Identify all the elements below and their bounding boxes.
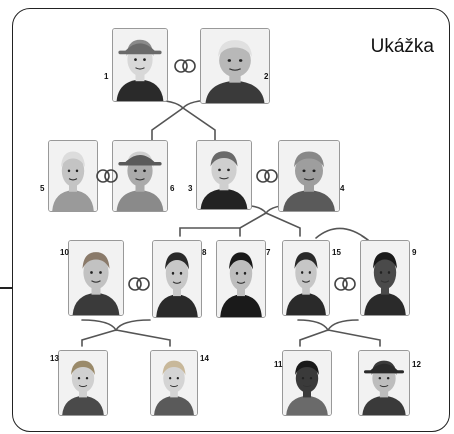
portrait-icon: [283, 241, 329, 315]
branch-to-12: [327, 329, 381, 347]
portrait-photo: [58, 350, 108, 416]
branch-to-13: [81, 329, 117, 347]
person-number: 11: [274, 360, 283, 369]
person-9: 9: [360, 240, 416, 316]
portrait-photo: [282, 240, 330, 316]
portrait-photo: [112, 28, 168, 102]
person-number: 6: [170, 184, 175, 193]
frame-border: [12, 8, 450, 432]
person-1: 1: [104, 28, 168, 102]
person-13: 13: [50, 350, 108, 416]
portrait-photo: [150, 350, 198, 416]
portrait-photo: [196, 140, 252, 210]
portrait-icon: [153, 241, 201, 317]
portrait-icon: [59, 351, 107, 415]
branch-to-15: [265, 212, 301, 237]
portrait-icon: [69, 241, 123, 315]
person-number: 3: [188, 184, 193, 193]
wedding-rings-icon: [94, 168, 120, 184]
portrait-photo: [360, 240, 410, 316]
portrait-icon: [279, 141, 339, 211]
portrait-photo: [200, 28, 270, 104]
title-label: Ukážka: [370, 36, 434, 57]
branch-to-3: [182, 107, 216, 141]
arrow-15-to-9: [315, 227, 369, 241]
bracket-gen3-left: [81, 319, 151, 332]
person-15: 15: [282, 240, 341, 316]
person-5: 5: [40, 140, 98, 212]
person-number: 5: [40, 184, 45, 193]
person-12: 12: [358, 350, 421, 416]
portrait-photo: [358, 350, 410, 416]
portrait-icon: [217, 241, 265, 317]
person-10: 10: [60, 240, 124, 316]
portrait-photo: [278, 140, 340, 212]
person-number: 7: [266, 248, 271, 257]
portrait-photo: [282, 350, 332, 416]
person-number: 12: [412, 360, 421, 369]
portrait-photo: [152, 240, 202, 318]
person-6: 6: [112, 140, 174, 212]
portrait-photo: [68, 240, 124, 316]
portrait-icon: [49, 141, 97, 211]
wedding-rings-icon: [332, 276, 358, 292]
person-14: 14: [150, 350, 209, 416]
bracket-gen3-right: [297, 319, 359, 332]
person-7: 7: [216, 240, 270, 318]
portrait-photo: [48, 140, 98, 212]
portrait-icon: [359, 351, 409, 415]
person-number: 4: [340, 184, 345, 193]
person-number: 14: [200, 354, 209, 363]
person-number: 2: [264, 72, 269, 81]
person-number: 13: [50, 354, 59, 363]
portrait-icon: [151, 351, 197, 415]
wedding-rings-icon: [172, 58, 198, 74]
portrait-photo: [112, 140, 168, 212]
person-2: 2: [200, 28, 270, 104]
person-number: 10: [60, 248, 69, 257]
portrait-icon: [283, 351, 331, 415]
person-number: 9: [412, 248, 417, 257]
person-number: 15: [332, 248, 341, 257]
person-11: 11: [274, 350, 332, 416]
branch-to-14: [115, 329, 171, 347]
branch-to-11: [299, 329, 329, 347]
wedding-rings-icon: [126, 276, 152, 292]
person-4: 4: [278, 140, 344, 212]
portrait-icon: [113, 141, 167, 211]
wedding-rings-icon: [254, 168, 280, 184]
portrait-photo: [216, 240, 266, 318]
person-3: 3: [188, 140, 252, 210]
side-connector-line: [0, 287, 12, 289]
person-8: 8: [152, 240, 206, 318]
person-number: 8: [202, 248, 207, 257]
portrait-icon: [361, 241, 409, 315]
branch-to-8: [179, 212, 267, 237]
portrait-icon: [113, 29, 167, 101]
portrait-icon: [197, 141, 251, 209]
branch-to-6: [151, 107, 184, 141]
portrait-icon: [201, 29, 269, 103]
person-number: 1: [104, 72, 109, 81]
